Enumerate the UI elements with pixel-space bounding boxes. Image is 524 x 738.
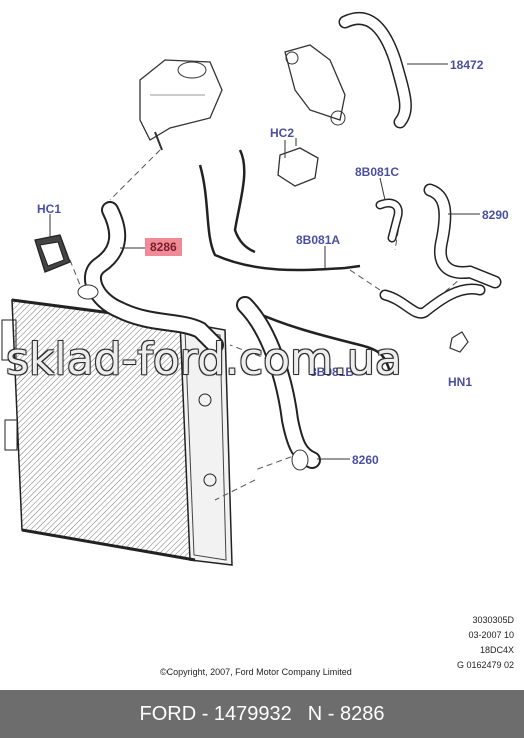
clip-hn1 xyxy=(449,331,469,353)
callout-8b081b: 8B081B xyxy=(310,365,355,379)
footer-brand-part-number: FORD - 1479932 xyxy=(139,702,292,725)
callout-8b081c: 8B081C xyxy=(355,165,400,179)
callout-hn1: HN1 xyxy=(448,375,473,389)
drawing-meta: 3030305D 03-2007 10 18DC4X G 0162479 02 xyxy=(457,613,514,673)
callout-leaders xyxy=(49,63,480,460)
footer-catalog-number: N - 8286 xyxy=(307,702,385,725)
callout-hc1: HC1 xyxy=(37,202,62,216)
callout-18472: 18472 xyxy=(450,58,484,72)
meta-line-4: G 0162479 02 xyxy=(456,660,514,670)
diagram-drawing xyxy=(1,12,502,566)
callout-hc2: HC2 xyxy=(270,126,295,140)
copyright-notice: ©Copyright, 2007, Ford Motor Company Lim… xyxy=(160,667,352,677)
callout-8b081a: 8B081A xyxy=(296,233,341,247)
parts-diagram: 18472 HC2 8B081C HC1 8286 8290 8B081A 8B… xyxy=(1,12,514,677)
meta-line-2: 03-2007 10 xyxy=(468,630,514,640)
meta-line-1: 3030305D xyxy=(472,615,514,625)
callout-8286-highlighted: 8286 xyxy=(145,238,182,256)
expansion-tank xyxy=(139,59,223,151)
watermark: sklad-ford.com.ua xyxy=(6,334,402,385)
hose-8b081c xyxy=(375,198,403,243)
callout-8260: 8260 xyxy=(352,453,379,467)
radiator-assembly xyxy=(1,298,233,566)
bracket-hc1 xyxy=(34,234,71,273)
callout-8290: 8290 xyxy=(482,208,509,222)
meta-line-3: 18DC4X xyxy=(479,645,514,655)
part-number-footer: FORD - 1479932 N - 8286 xyxy=(0,690,524,738)
sensor-hc2 xyxy=(277,138,319,187)
thermostat-housing xyxy=(284,44,346,126)
